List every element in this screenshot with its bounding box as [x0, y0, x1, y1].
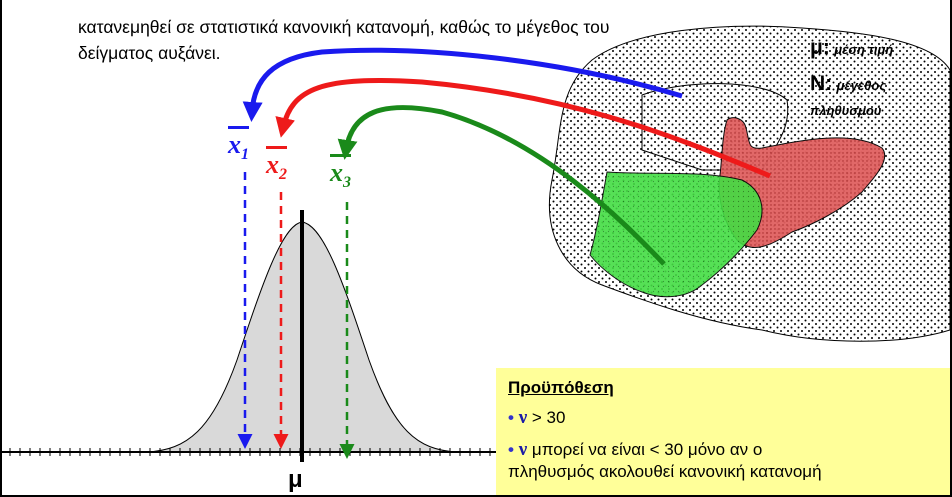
xbar2-label: x2: [266, 146, 287, 184]
xbar2-symbol: x: [266, 150, 279, 179]
axis-mu-label: μ: [288, 466, 303, 493]
population-n-label-2: πληθυσμού: [810, 102, 881, 120]
red-arrow: [275, 78, 771, 179]
xbar2-sub: 2: [279, 166, 287, 184]
xbar1-label: x1: [228, 126, 249, 164]
mu-key: μ:: [810, 36, 830, 59]
condition-2-symbol: ν: [518, 439, 528, 460]
xbar3-label: x3: [330, 154, 351, 192]
condition-item-1: • ν > 30: [508, 406, 940, 430]
population-mu-label: μ: μέση τιμή: [810, 36, 893, 60]
xbar3-sub: 3: [343, 174, 351, 192]
xbar1-overline: [228, 126, 249, 129]
condition-2-text: μπορεί να είναι < 30 μόνο αν ο: [527, 440, 763, 459]
blue-arrow: [242, 47, 683, 122]
n-desc-2: πληθυσμού: [810, 103, 882, 118]
bullet-icon: •: [508, 440, 514, 459]
intro-line-3: δείγματος αυξάνει.: [78, 43, 221, 63]
xbar1-symbol: x: [228, 130, 241, 159]
condition-box: Προϋπόθεση • ν > 30 • ν μπορεί να είναι …: [496, 368, 950, 495]
condition-title: Προϋπόθεση: [508, 378, 614, 397]
condition-item-2: • ν μπορεί να είναι < 30 μόνο αν ο πληθυ…: [508, 438, 940, 484]
axis-ticks: [9, 448, 491, 456]
xbar3-overline: [330, 154, 351, 157]
condition-1-text: > 30: [527, 408, 566, 427]
condition-1-symbol: ν: [518, 407, 528, 428]
n-desc-1: μέγεθος: [836, 78, 887, 93]
intro-line-2: κατανεμηθεί σε στατιστικά κανονική καταν…: [78, 17, 610, 37]
green-arrow: [337, 105, 666, 266]
xbar2-overline: [266, 146, 287, 149]
xbar3-symbol: x: [330, 158, 343, 187]
bullet-icon: •: [508, 408, 514, 427]
population-n-label: N: μέγεθος: [810, 72, 886, 96]
green-sample-region: [589, 171, 763, 298]
condition-2-continuation: πληθυσμός ακολουθεί κανονική κατανομή: [508, 462, 822, 481]
mu-desc: μέση τιμή: [834, 42, 894, 57]
n-key: N:: [810, 72, 833, 95]
xbar1-sub: 1: [241, 146, 249, 164]
